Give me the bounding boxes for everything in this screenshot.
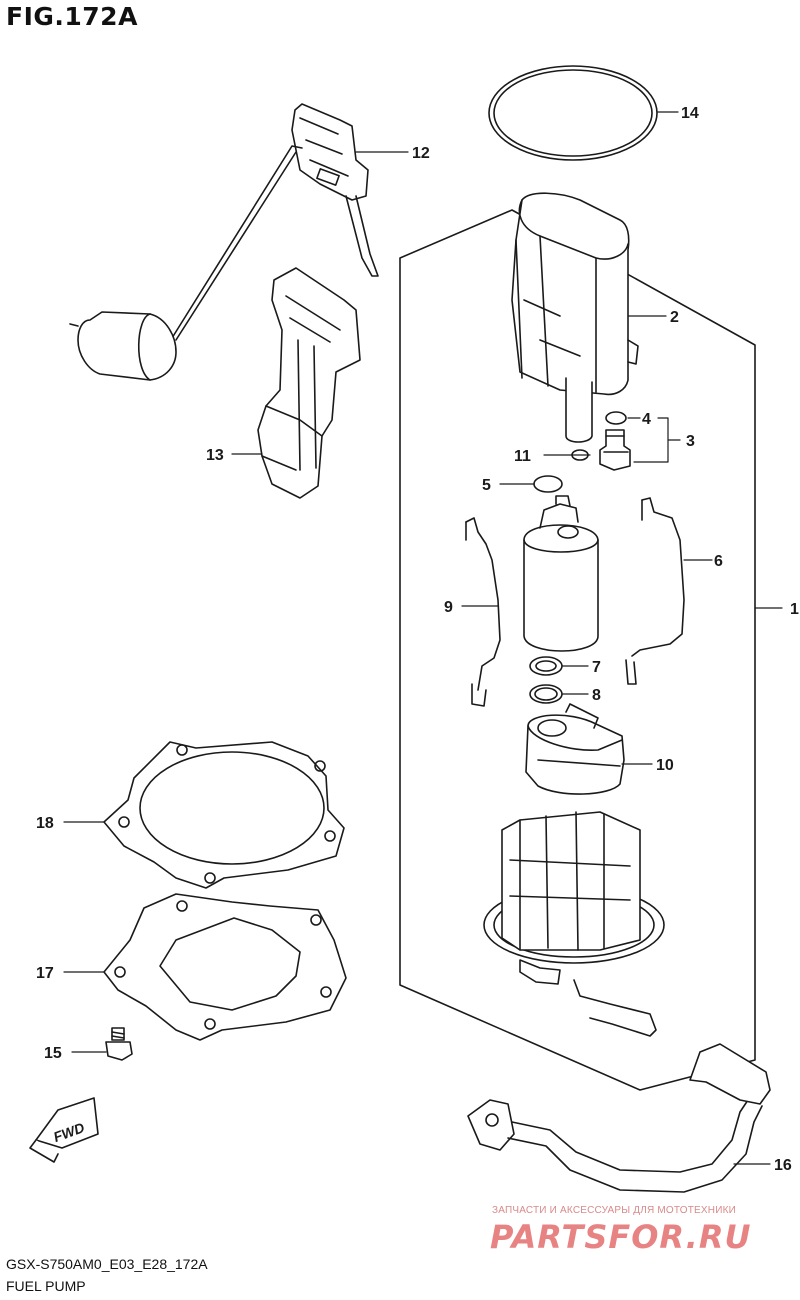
callout-7: 7 — [592, 659, 601, 676]
part-8-o-ring — [529, 684, 563, 704]
leader-lines — [63, 111, 783, 1165]
part-2-fuel-filter — [511, 192, 639, 443]
part-6-lead-wire — [625, 497, 685, 685]
section-name: FUEL PUMP — [6, 1278, 86, 1294]
part-1-pump-case — [483, 811, 665, 1037]
part-12-fuel-level-gauge — [69, 103, 379, 381]
callout-13: 13 — [206, 447, 224, 464]
watermark-logo: PARTSFOR.RU — [490, 1218, 752, 1256]
callout-numbers: 1 2 3 4 5 6 7 8 9 10 11 12 13 14 15 16 1… — [36, 105, 799, 1174]
callout-10: 10 — [656, 757, 674, 774]
part-18-gasket — [103, 741, 345, 889]
part-5-o-ring — [533, 475, 563, 493]
part-3-pressure-regulator — [599, 429, 631, 471]
callout-18: 18 — [36, 815, 54, 832]
callout-2: 2 — [670, 309, 679, 326]
part-14-large-o-ring — [488, 65, 658, 161]
part-13-holder-bracket — [257, 267, 361, 499]
callout-1: 1 — [790, 601, 799, 618]
part-15-bolt — [105, 1027, 133, 1061]
callout-14: 14 — [681, 105, 699, 122]
part-10-pump-holder — [525, 703, 625, 795]
callout-15: 15 — [44, 1045, 62, 1062]
callout-6: 6 — [714, 553, 723, 570]
fwd-arrow-icon — [29, 1097, 99, 1163]
callout-9: 9 — [444, 599, 453, 616]
fuel-pump-motor — [523, 495, 599, 652]
callout-4: 4 — [642, 411, 651, 428]
part-9-lead-wire — [465, 517, 501, 707]
callout-8: 8 — [592, 687, 601, 704]
part-7-cushion-ring — [529, 656, 563, 676]
callout-12: 12 — [412, 145, 430, 162]
callout-5: 5 — [482, 477, 491, 494]
part-4-o-ring — [605, 411, 627, 425]
watermark-tagline: ЗАПЧАСТИ И АКСЕССУАРЫ ДЛЯ МОТОТЕХНИКИ — [492, 1205, 737, 1216]
assembly-outline — [399, 209, 756, 1091]
model-code: GSX-S750AM0_E03_E28_172A — [6, 1256, 208, 1272]
part-17-gasket — [103, 893, 347, 1041]
callout-17: 17 — [36, 965, 54, 982]
callout-3: 3 — [686, 433, 695, 450]
callout-16: 16 — [774, 1157, 792, 1174]
callout-11: 11 — [514, 448, 531, 465]
figure-title: FIG.172A — [6, 2, 138, 31]
part-16-fuel-hose — [467, 1043, 771, 1193]
